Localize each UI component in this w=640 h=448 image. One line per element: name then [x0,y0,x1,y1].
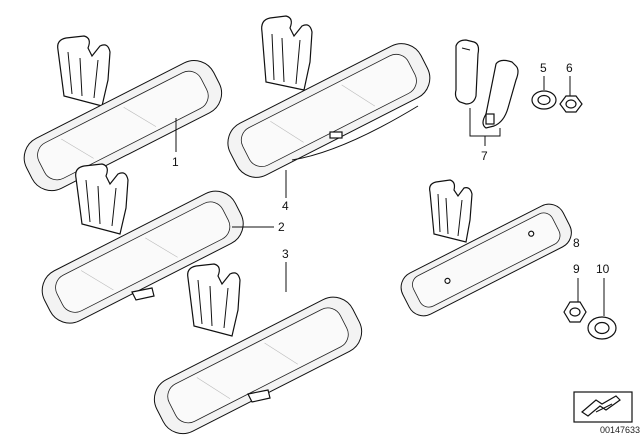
callout-10: 10 [596,262,610,276]
mirror-3 [153,263,363,435]
mirror-4 [227,15,431,178]
callout-7: 7 [481,149,488,163]
callout-4: 4 [282,199,289,213]
callout-6: 6 [566,61,573,75]
mirror-2 [41,163,244,324]
reference-symbol [573,391,633,423]
cover-part-7 [454,39,519,146]
ring-part-10 [587,278,617,340]
mirror-1 [23,35,223,192]
callout-2: 2 [278,220,285,234]
callout-3: 3 [282,247,289,261]
callout-9: 9 [573,262,580,276]
callout-1: 1 [172,155,179,169]
nut-part-9 [563,278,587,323]
ring-part-5 [531,76,557,110]
callout-5: 5 [540,61,547,75]
nut-part-6 [559,76,583,113]
callout-8: 8 [573,236,580,250]
mirror-8 [400,179,572,317]
document-number: 00147633 [600,425,640,435]
